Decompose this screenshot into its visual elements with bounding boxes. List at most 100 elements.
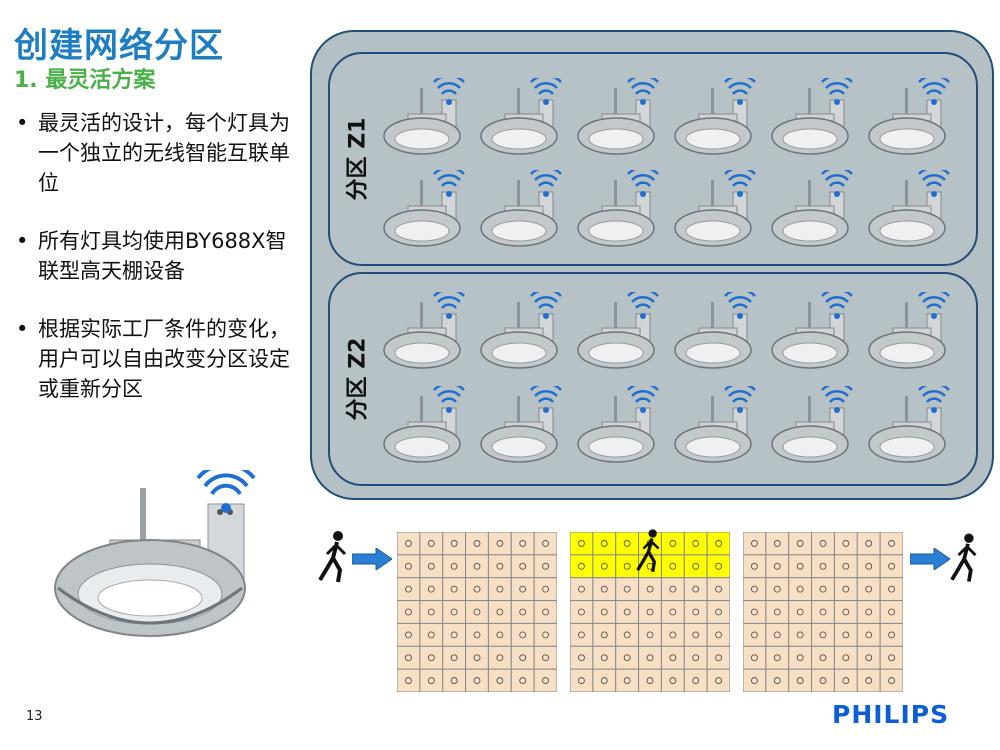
sensor-dot [669,677,677,684]
sensor-dot [623,677,631,684]
sensor-dot [646,654,654,662]
bullet-item-2: 所有灯具均使用BY688X智联型高天棚设备 [14,226,304,286]
sensor-dot [578,608,585,616]
sensor-dot [473,540,481,547]
sensor-dot [865,540,873,547]
sensor-dot [865,654,873,662]
grid-cell [879,554,903,579]
sensor-dot [669,608,677,616]
sensor-dot [865,585,873,593]
sensor-dot [542,562,549,570]
sensor-dot [473,585,481,593]
grid-cell [765,554,790,579]
sensor-dot [751,540,758,547]
sensor-dot [405,562,412,570]
lamp-fixture-icon [574,382,664,470]
sensor-dot [542,631,549,639]
grid-cell [397,622,421,647]
sensor-dot [450,540,458,547]
sensor-dot [405,677,412,684]
sensor-dot [646,631,654,639]
lamp-fixture-icon [380,382,470,470]
lamp-fixture-icon [574,74,664,162]
lamp-fixture-icon [865,382,955,470]
sensor-dot [773,608,781,616]
sensor-dot [600,631,608,639]
sensor-dot [888,562,895,570]
grid-cell [743,577,767,602]
sensor-dot [842,654,850,662]
sensor-dot [623,608,631,616]
grid-cell [465,532,489,556]
sensor-dot [751,631,758,639]
sensor-dot [796,562,804,570]
sensor-dot [819,540,827,547]
sensor-dot [450,631,458,639]
grid-cell [510,600,535,624]
bullet-item-3: 根据实际工厂条件的变化，用户可以自由改变分区设定或重新分区 [14,314,304,404]
lamp-fixture-icon [574,166,664,254]
grid-cell [533,532,557,556]
sensor-dot [865,677,873,684]
grid-cell [592,577,617,602]
grid-cell [811,622,835,647]
grid-cell [510,554,535,579]
grid-cell [833,554,858,579]
lamp-fixture-icon [671,166,761,254]
grid-cell [419,554,444,579]
grid-cell [442,645,467,670]
sensor-dot [751,585,758,593]
grid-cell [397,668,421,692]
sensor-dot [519,631,527,639]
sensor-dot [715,540,722,547]
arrow-right-icon [352,548,392,570]
grid-cell [570,622,594,647]
sensor-dot [427,608,435,616]
sensor-dot [796,677,804,684]
grid-cell [570,554,594,579]
sensor-dot [888,540,895,547]
sensor-dot [519,540,527,547]
sensor-dot [715,562,722,570]
grid-cell [856,600,881,624]
sensor-dot [600,608,608,616]
grid-cell [683,668,708,692]
sensor-dot [692,562,700,570]
sensor-dot [865,562,873,570]
sensor-dot [692,540,700,547]
grid-cell [788,645,813,670]
sensor-dot [888,631,895,639]
grid-cell [510,668,535,692]
sensor-dot [751,608,758,616]
grid-cell [419,532,444,556]
grid-cell [510,577,535,602]
grid-cell [442,668,467,692]
grid-cell [788,668,813,692]
grid-cell [638,600,662,624]
sensor-dot [692,631,700,639]
grid-cell [465,645,489,670]
grid-cell [487,622,512,647]
sensor-dot [819,562,827,570]
grid-cell [419,577,444,602]
lamp-fixture-icon [380,288,470,376]
grid-cell [465,577,489,602]
sensor-dot [405,654,412,662]
grid-cell [533,645,557,670]
walking-person-icon [950,533,977,582]
lamp-fixture-icon [574,288,664,376]
grid-cell [833,622,858,647]
grid-cell [615,668,640,692]
sensor-dot [542,654,549,662]
lamp-fixture-icon [477,74,567,162]
lamp-fixture-icon [380,74,470,162]
grid-cell [788,622,813,647]
grid-cell [660,600,685,624]
grid-cell [879,668,903,692]
sensor-dot [600,540,608,547]
sensor-dot [646,608,654,616]
grid-cell [683,554,708,579]
grid-cell [570,668,594,692]
grid-cell [487,554,512,579]
sensor-dot [600,677,608,684]
